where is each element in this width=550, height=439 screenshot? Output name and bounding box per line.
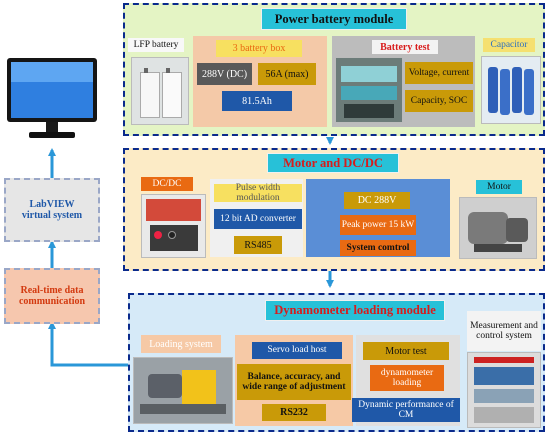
battery-test-item-2: Capacity, SOC [405,90,473,112]
battery-capacity: 81.5Ah [222,91,292,111]
peak-power-label: Peak power 15 kW [340,215,416,235]
lfp-label: LFP battery [128,38,184,52]
dyno-module-title: Dynamometer loading module [265,300,445,321]
battery-current: 56A (max) [258,63,316,85]
capacitor-image [481,56,541,124]
dc-288v-label: DC 288V [344,192,410,209]
servo-load-host-label: Servo load host [252,342,342,359]
motor-image [459,197,537,259]
motor-label: Motor [476,180,522,194]
measurement-image [467,352,541,428]
dcdc-label: DC/DC [141,177,193,191]
pwm-label: Pulse width modulation [214,183,302,203]
dynamometer-loading-label: dynamometer loading [370,365,444,391]
motor-test-label: Motor test [363,342,449,360]
rs485-label: RS485 [234,236,282,254]
loading-system-image [133,357,233,424]
lfp-battery-image [131,57,189,125]
labview-label: LabVIEW virtual system [21,198,83,222]
system-control-label: System comtrol [340,240,416,256]
monitor-icon [5,56,99,142]
measurement-label: Measurement and control system [467,311,541,351]
battery-voltage: 288V (DC) [197,63,252,85]
rs232-label: RS232 [262,404,326,421]
battery-test-image [335,57,403,123]
labview-box: LabVIEW virtual system [4,178,100,242]
power-module-title: Power battery module [261,8,407,30]
battery-test-item-1: Voltage, current [405,62,473,84]
loading-system-label: Loading system [141,335,221,353]
motor-module-title: Motor and DC/DC [267,153,399,173]
ad-converter-label: 12 bit AD converter [214,209,302,229]
dynamic-performance-label: Dynamic performance of CM [352,398,460,422]
dcdc-image [141,194,206,258]
arrow-dyno-to-realtime [48,321,128,367]
realtime-label: Real-time data communication [18,284,86,308]
balance-accuracy-label: Balance, accuracy, and wide range of adj… [237,364,351,400]
battery-test-title: Battery test [372,40,438,54]
battery-box-title: 3 battery box [216,40,302,57]
capacitor-label: Capacitor [483,38,535,52]
realtime-box: Real-time data communication [4,268,100,324]
